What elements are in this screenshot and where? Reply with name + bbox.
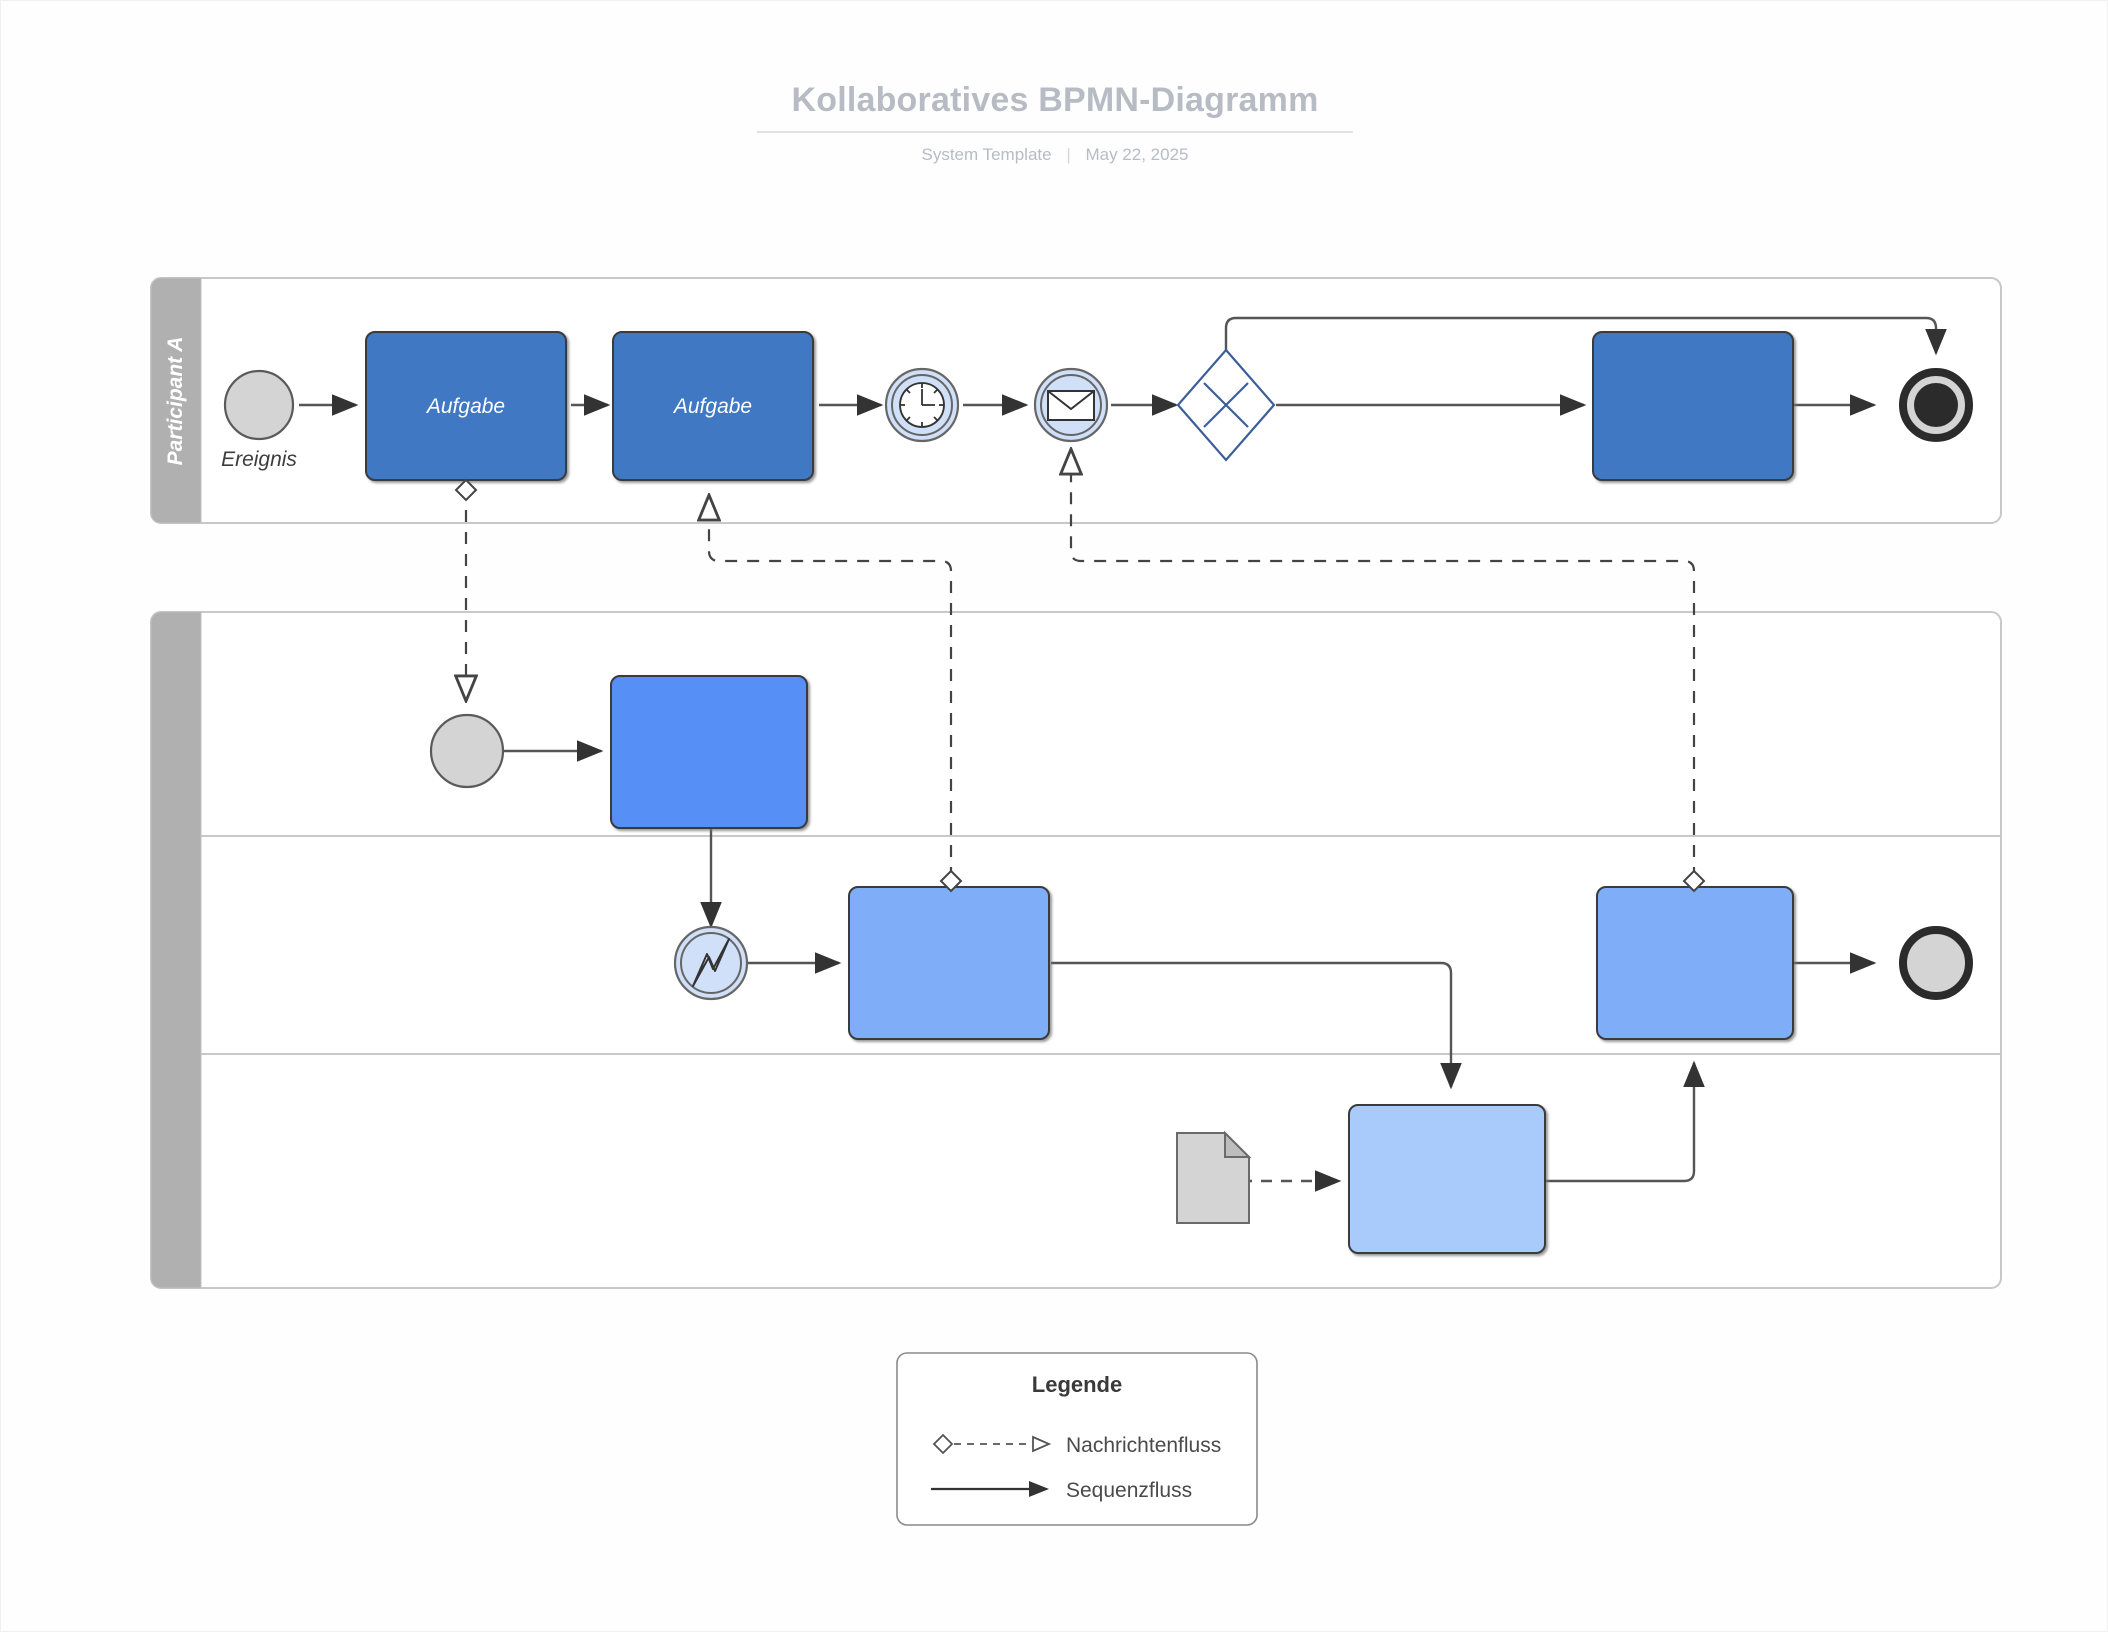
task-a2-label: Aufgabe [672, 395, 752, 418]
message-flows [466, 449, 1696, 879]
task-aufgabe-2[interactable]: Aufgabe [612, 331, 814, 481]
error-inner-circle [680, 932, 742, 994]
flow-task-b3-to-task-b4 [1541, 1060, 1705, 1183]
message-flow-task-b2-to-task-a2 [709, 495, 953, 879]
pool-b-sequence-flows [501, 740, 1877, 1192]
message-inner-circle [1040, 374, 1102, 436]
legend-solid-arrow-icon [1029, 1481, 1049, 1497]
timer-inner-circle [891, 374, 953, 436]
legend-item-sequence-flow[interactable]: Sequenzfluss [931, 1479, 1192, 1502]
task-b2[interactable] [848, 886, 1050, 1040]
pool-b-header [150, 611, 202, 1289]
task-a1-label: Aufgabe [425, 395, 505, 418]
data-object[interactable] [1176, 1130, 1252, 1224]
clock-icon [899, 382, 945, 428]
legend-frame [896, 1352, 1258, 1526]
page-title: Kollaboratives BPMN-Diagramm [757, 79, 1353, 133]
intermediate-message-event[interactable] [1033, 367, 1109, 443]
legend-item-message-flow[interactable]: Nachrichtenfluss [932, 1433, 1221, 1457]
end-event-b-ring [1899, 926, 1973, 1000]
task-b3-box [1348, 1104, 1546, 1254]
task-a2-box [612, 331, 814, 481]
subtitle-date: May 22, 2025 [1085, 145, 1189, 164]
legend-box[interactable]: Legende Nachrichtenfluss Sequenzfluss [896, 1352, 1258, 1526]
flow-gateway-loop-to-end [1224, 316, 1947, 356]
task-a3-box [1592, 331, 1794, 481]
task-b4[interactable] [1596, 886, 1794, 1040]
terminate-end-event[interactable] [1899, 368, 1973, 442]
task-b2-box [848, 886, 1050, 1040]
legend-diamond-icon [932, 1433, 954, 1455]
message-flow-task-b4-to-message-event [1071, 449, 1696, 879]
task-aufgabe-1[interactable]: Aufgabe [365, 331, 567, 481]
document-subtitle: System Template | May 22, 2025 [1, 144, 2108, 166]
end-event-b[interactable] [1899, 926, 1973, 1000]
start-event-circle [223, 369, 295, 441]
pool-a-sequence-flows [299, 316, 1947, 416]
gateway-x-icon [1203, 382, 1249, 428]
start-event-b-circle [429, 713, 505, 789]
pool-a-header [150, 277, 202, 524]
task-b1-box [610, 675, 808, 829]
task-b4-box [1596, 886, 1794, 1040]
intermediate-timer-event[interactable] [884, 367, 960, 443]
diamond-marker-task-a1 [454, 478, 478, 502]
message-flow-source-diamonds [454, 478, 1706, 893]
start-event-a[interactable]: Ereignis [221, 369, 297, 471]
legend-title: Legende [1032, 1372, 1122, 1397]
legend-label-message-flow: Nachrichtenfluss [1066, 1434, 1221, 1457]
data-object-fold [1224, 1130, 1252, 1158]
intermediate-error-event[interactable] [673, 925, 749, 1001]
document-header: Kollaboratives BPMN-Diagramm System Temp… [1, 79, 2108, 166]
task-a3[interactable] [1592, 331, 1794, 481]
flow-task-b2-to-task-b3 [1051, 961, 1462, 1090]
start-event-a-label: Ereignis [221, 448, 297, 471]
exclusive-gateway[interactable] [1176, 348, 1276, 462]
task-b3[interactable] [1348, 1104, 1546, 1254]
subtitle-separator: | [1066, 145, 1071, 164]
pool-a-label: Participant A [164, 337, 187, 466]
legend-hollow-arrow-icon [1032, 1435, 1052, 1453]
task-b1[interactable] [610, 675, 808, 829]
diamond-marker-task-b2 [939, 869, 963, 893]
subtitle-author: System Template [921, 145, 1052, 164]
envelope-icon [1047, 390, 1095, 421]
lightning-bolt-icon [692, 938, 730, 987]
diamond-marker-task-b4 [1682, 869, 1706, 893]
start-event-b[interactable] [429, 713, 505, 789]
end-event-a-core [1914, 383, 1958, 427]
legend-label-sequence-flow: Sequenzfluss [1066, 1479, 1192, 1502]
